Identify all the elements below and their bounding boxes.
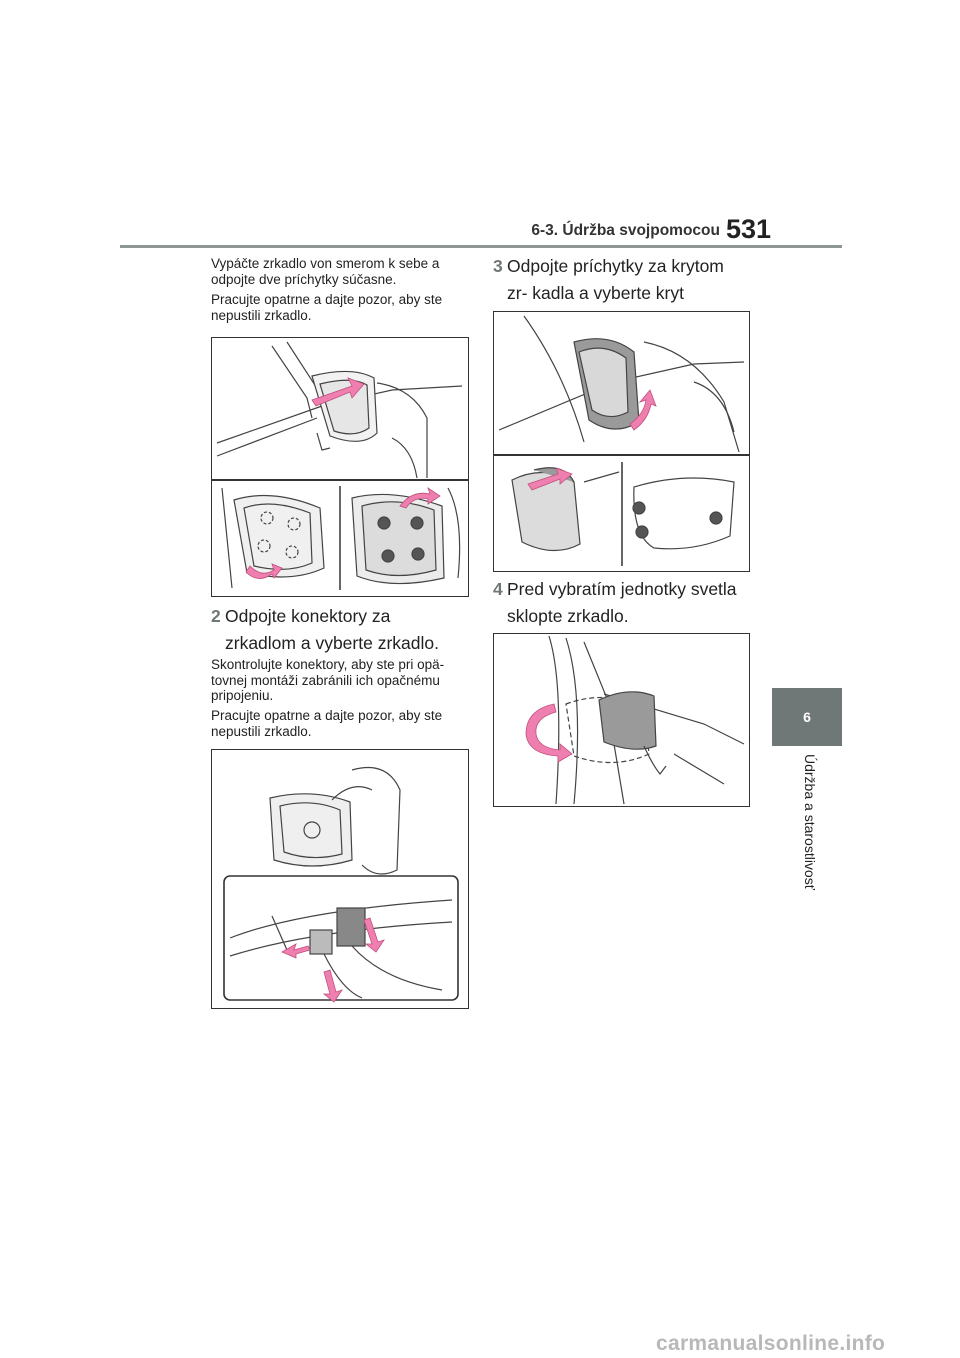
step-2-text: Odpojte konektory za zrkadlom a vyberte … <box>225 606 439 653</box>
watermark: carmanualsonline.info <box>656 1332 886 1355</box>
figure-remove-mirror-cover <box>493 311 750 572</box>
step-4: 4 Pred vybratím jednotky svetla sklopte … <box>493 576 747 630</box>
header-divider <box>120 245 842 248</box>
chapter-tab: 6 <box>772 688 842 746</box>
chapter-label: Údržba a starostlivosť <box>802 754 818 890</box>
intro-paragraph-2: Pracujte opatrne a dajte pozor, aby ste … <box>211 292 443 323</box>
intro-paragraph-1: Vypáčte zrkadlo von smerom k sebe a odpo… <box>211 256 440 287</box>
step-4-text: Pred vybratím jednotky svetla sklopte zr… <box>507 579 737 626</box>
page-number: 531 <box>726 214 772 244</box>
step-2-number: 2 <box>211 606 221 626</box>
chapter-number: 6 <box>803 709 811 725</box>
step-3-number: 3 <box>493 256 503 276</box>
figure-fold-mirror <box>493 633 750 807</box>
mirror-pry-out-illustration <box>212 341 468 590</box>
step-2-paragraph-2: Pracujte opatrne a dajte pozor, aby ste … <box>211 708 443 739</box>
figure-mirror-pry-out <box>211 337 469 597</box>
step-4-number: 4 <box>493 579 503 599</box>
section-title: 6-3. Údržba svojpomocou <box>531 222 720 239</box>
mirror-cover-illustration <box>494 315 749 566</box>
step-2: 2 Odpojte konektory za zrkadlom a vybert… <box>211 603 465 657</box>
figure-disconnect-connectors <box>211 749 469 1009</box>
connectors-illustration <box>223 766 459 1003</box>
step-2-paragraph-1: Skontrolujte konektory, aby ste pri opä-… <box>211 657 445 703</box>
fold-mirror-illustration <box>525 635 745 805</box>
